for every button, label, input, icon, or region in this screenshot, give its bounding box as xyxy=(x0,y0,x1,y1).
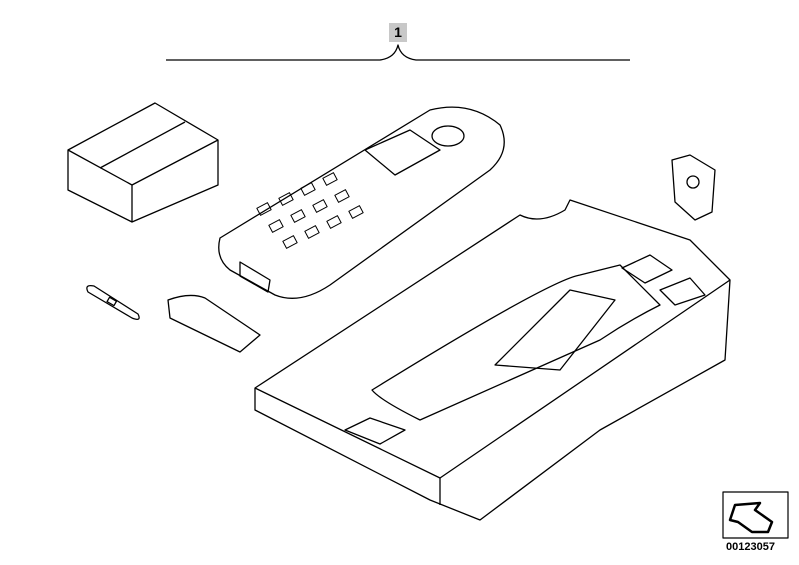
reference-number: 00123057 xyxy=(726,541,775,553)
clip-part[interactable] xyxy=(671,154,716,221)
pen-battery-part[interactable] xyxy=(86,284,140,320)
gift-box-part[interactable] xyxy=(67,102,219,223)
reference-symbol-icon xyxy=(722,491,789,539)
callout-number: 1 xyxy=(389,23,407,42)
callout-bracket xyxy=(166,44,630,61)
cradle-tray-part[interactable] xyxy=(254,199,731,521)
handset-part[interactable] xyxy=(218,106,505,299)
cover-flap-part[interactable] xyxy=(167,294,261,353)
